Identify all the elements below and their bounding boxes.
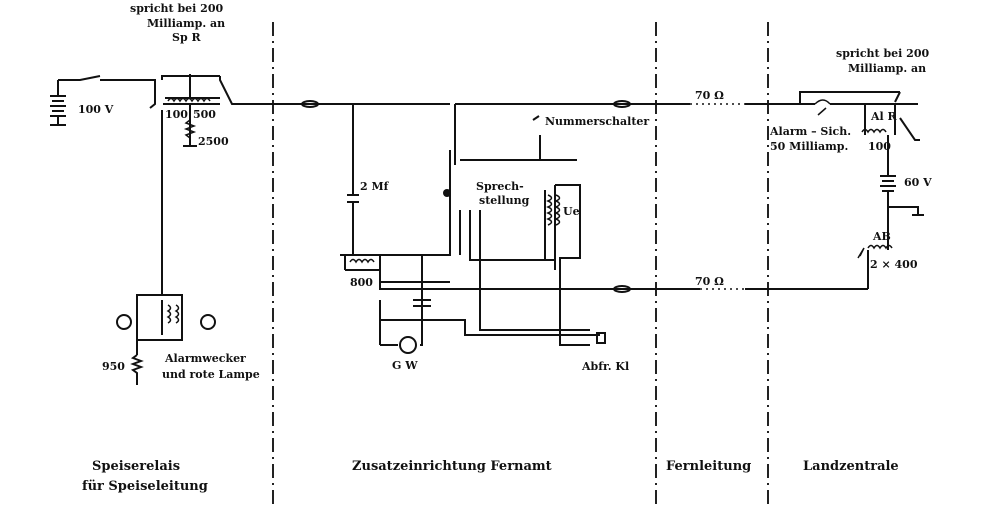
section-speiserelais-line-1: Speiserelais bbox=[92, 459, 180, 474]
battery-100v-label: 100 V bbox=[78, 103, 114, 116]
alarm-fuse-label-line-2: 50 Milliamp. bbox=[770, 140, 848, 153]
section-fernamt: Zusatzeinrichtung Fernamt bbox=[352, 459, 552, 474]
landzentrale-circuit: spricht bei 200 Milliamp. an Al R Alarm … bbox=[769, 47, 932, 289]
alarm-label-line-1: Alarmwecker bbox=[164, 352, 246, 365]
relay-al-r-coil-icon bbox=[861, 128, 887, 134]
line-resistance-bottom-label: 70 Ω bbox=[695, 275, 724, 288]
winding-100-label: 100 bbox=[165, 108, 188, 121]
nummernschalter-label: Nummerschalter bbox=[545, 115, 649, 128]
al-r-label: Al R bbox=[870, 110, 898, 123]
battery-60v-label: 60 V bbox=[904, 176, 932, 189]
relay-800-coil-icon bbox=[349, 258, 375, 264]
abfrage-klinke-label: Abfr. Kl bbox=[581, 360, 629, 373]
winding-500-label: 500 bbox=[193, 108, 216, 121]
battery-100v-icon bbox=[50, 95, 66, 126]
transformer-ue-label: Ue bbox=[563, 205, 580, 218]
relay-sp-r-coil-icon bbox=[167, 97, 211, 103]
resistor-950-label: 950 bbox=[102, 360, 125, 373]
sprechstellung-label-line-1: Sprech- bbox=[476, 180, 524, 193]
relay-ab-coil-icon bbox=[857, 244, 893, 259]
sprechstellung-label-line-2: stellung bbox=[479, 194, 530, 207]
alarm-fuse-label-line-1: Alarm – Sich. bbox=[769, 125, 851, 138]
fernamt-circuit: 2 Mf 800 Sprech- stellung Nummerschalter… bbox=[301, 100, 700, 373]
section-fernleitung: Fernleitung bbox=[666, 459, 751, 474]
contact-dot-icon bbox=[443, 189, 451, 197]
ab-label: AB bbox=[872, 230, 891, 243]
fernleitung-circuit: 70 Ω 70 Ω bbox=[690, 89, 868, 290]
resistor-2500-label: 2500 bbox=[198, 135, 229, 148]
sp-r-label: Sp R bbox=[172, 31, 201, 44]
winding-800-label: 800 bbox=[350, 276, 373, 289]
line-resistance-top-label: 70 Ω bbox=[695, 89, 724, 102]
resistor-2500-icon bbox=[183, 119, 197, 139]
winding-100-label: 100 bbox=[868, 140, 891, 153]
plug-top-left-icon bbox=[301, 100, 319, 108]
gw-bell-icon bbox=[399, 336, 417, 354]
al-r-note-line-2: Milliamp. an bbox=[848, 62, 926, 75]
section-landzentrale: Landzentrale bbox=[803, 459, 899, 474]
al-r-note-line-1: spricht bei 200 bbox=[836, 47, 929, 60]
alarm-bell-lamp-icon bbox=[116, 294, 216, 385]
ab-winding-label: 2 × 400 bbox=[870, 258, 918, 271]
sp-r-note-line-1: spricht bei 200 bbox=[130, 2, 223, 15]
sp-r-note-line-2: Milliamp. an bbox=[147, 17, 225, 30]
alarm-label-line-2: und rote Lampe bbox=[162, 368, 260, 381]
transformer-ue-icon bbox=[546, 194, 561, 226]
speiserelais-circuit: spricht bei 200 Milliamp. an Sp R 100 V … bbox=[50, 2, 450, 385]
capacitor-2mf-label: 2 Mf bbox=[360, 180, 390, 193]
gw-label: G W bbox=[392, 359, 418, 372]
alarm-fuse-icon bbox=[814, 99, 831, 116]
section-speiserelais-line-2: für Speiseleitung bbox=[82, 479, 208, 494]
